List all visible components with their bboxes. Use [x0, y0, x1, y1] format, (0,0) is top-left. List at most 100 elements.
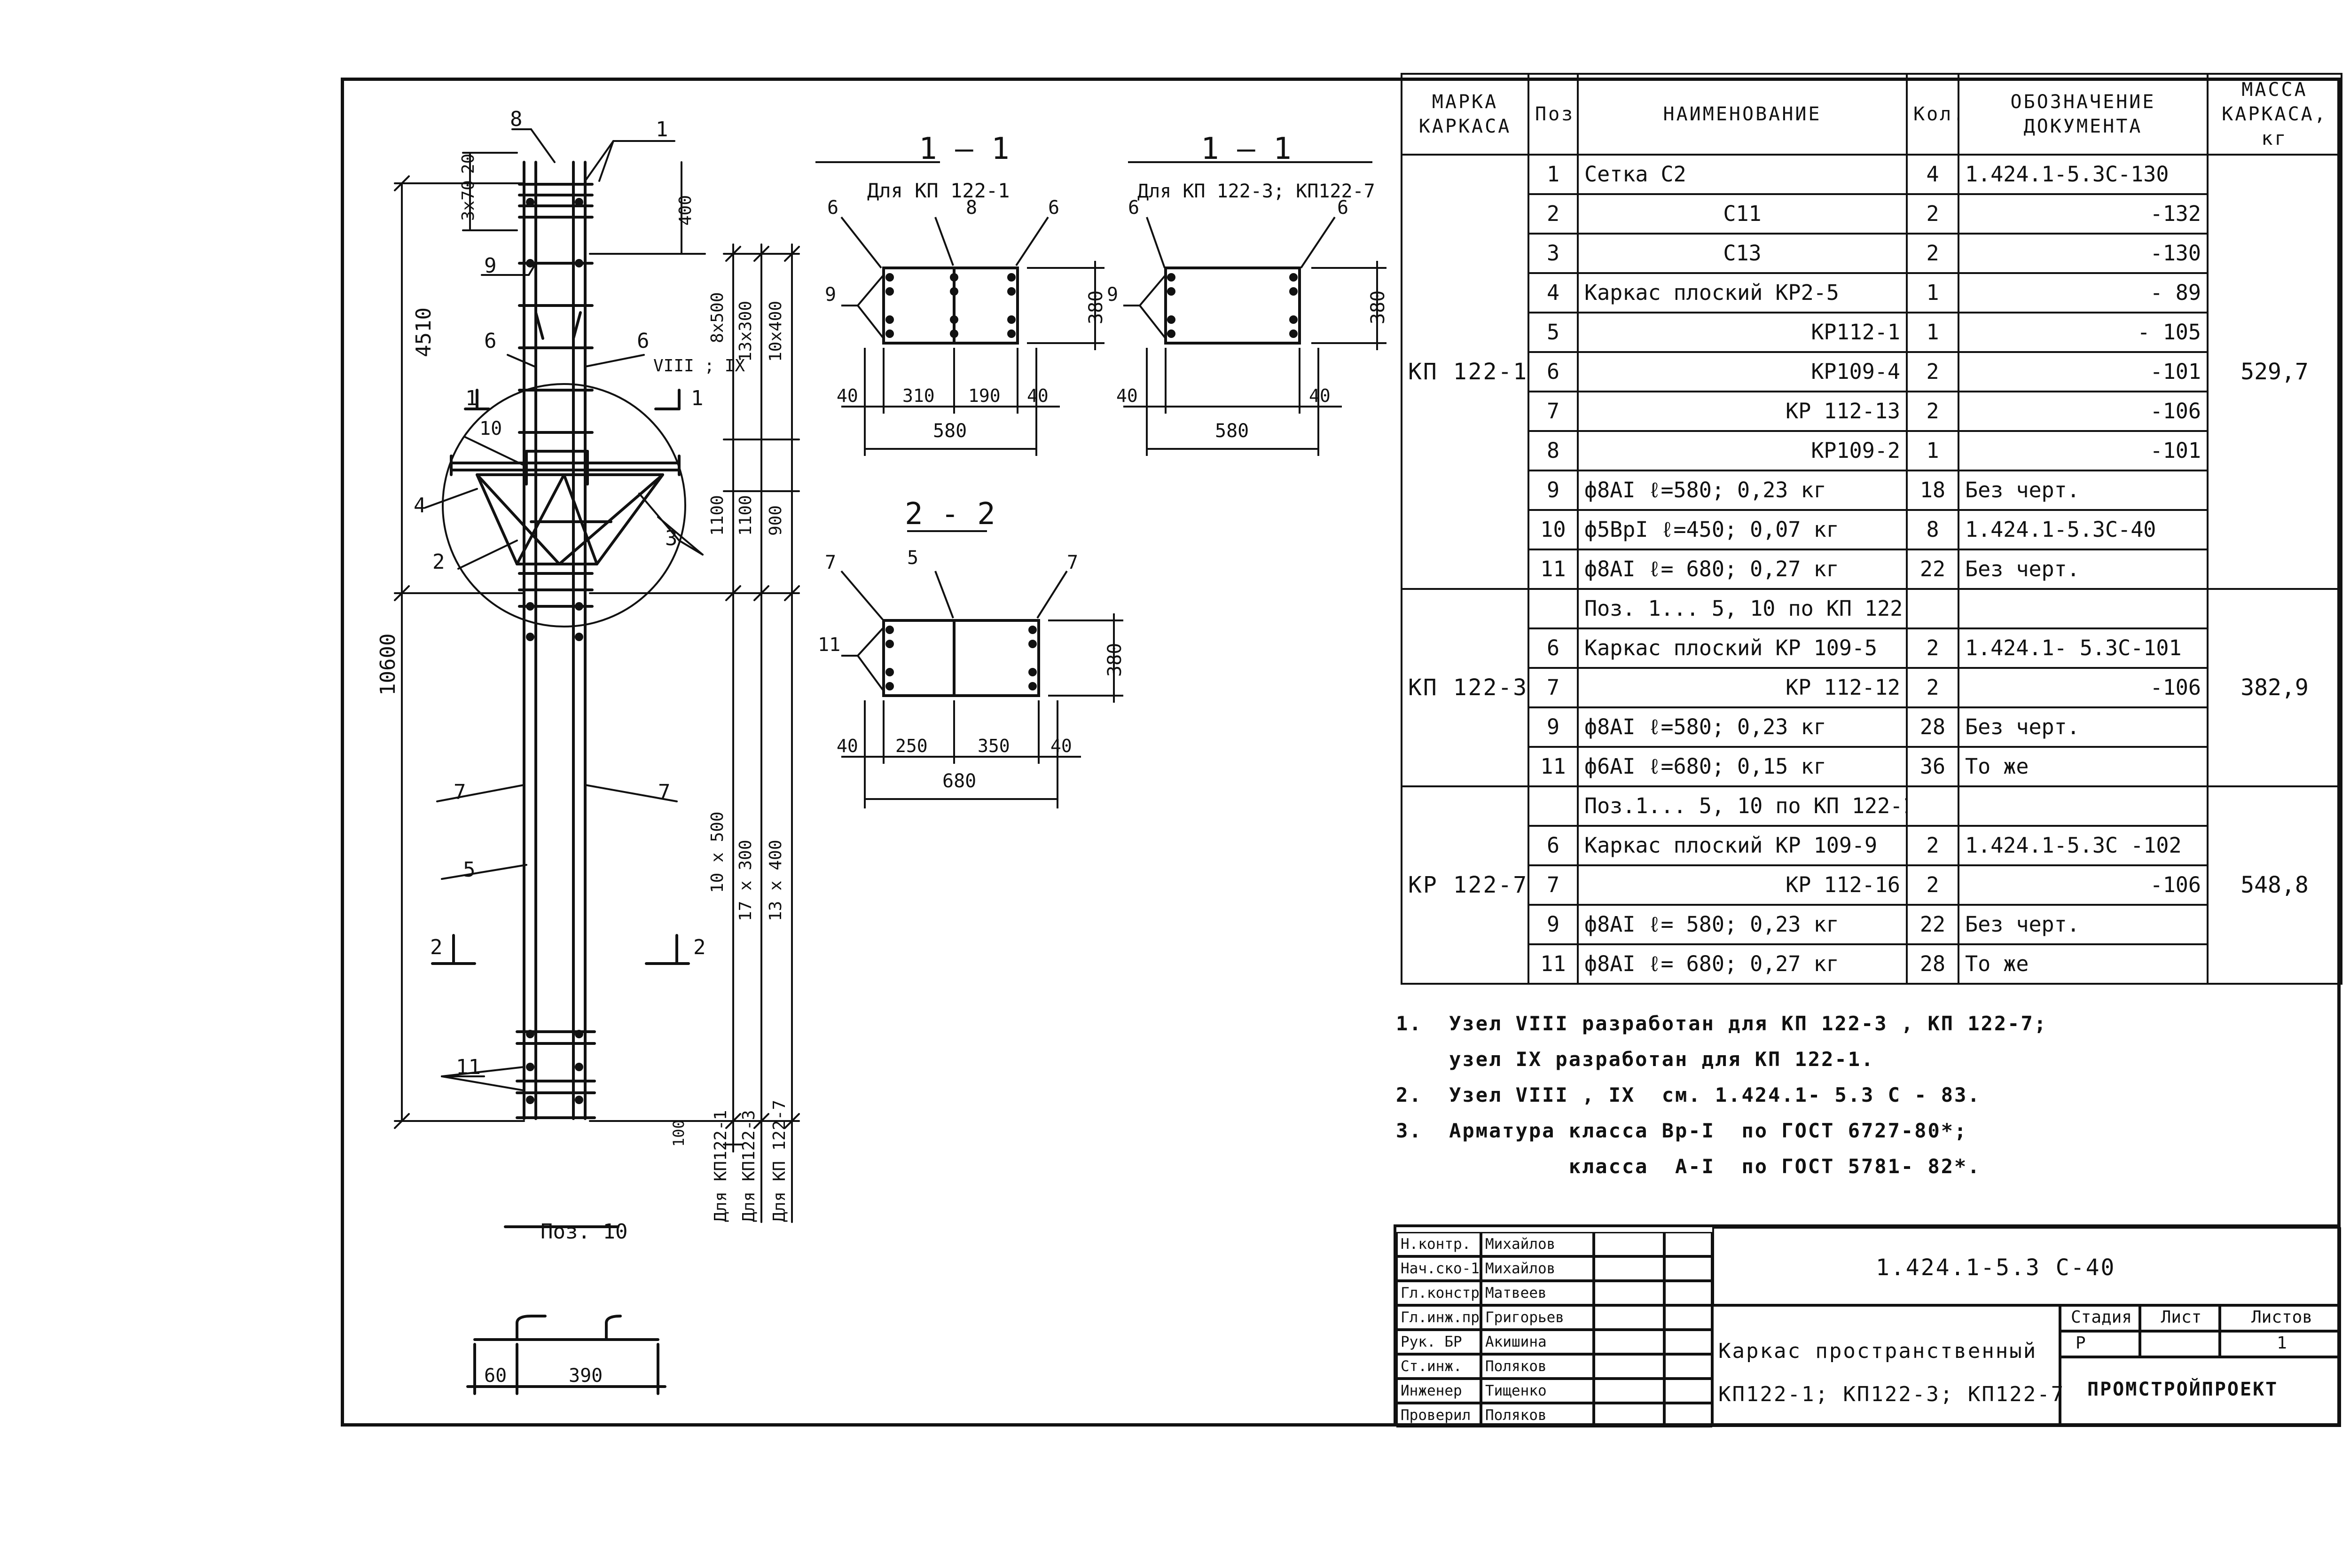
sheet-value	[2140, 1331, 2220, 1357]
cell-name: Сетка С2	[1577, 154, 1908, 195]
section-1b-d40a: 40	[1116, 385, 1138, 406]
signature-field	[1594, 1232, 1664, 1256]
dim-13x400: 13 x 400	[766, 840, 785, 921]
cell-pos: 8	[1528, 430, 1579, 471]
signature-role: Гл.инж.пр	[1396, 1305, 1481, 1330]
section-1b-subtitle: Для КП 122-3; КП122-7	[1137, 180, 1375, 202]
section-2-label-11: 11	[818, 634, 840, 656]
date-field	[1664, 1330, 1712, 1354]
cell-doc: 1.424.1-5.3С -102	[1958, 825, 2209, 866]
cell-pos: 11	[1528, 943, 1579, 985]
cut-1-left: 1	[465, 386, 478, 410]
signature-role: Гл.констр.	[1396, 1281, 1481, 1305]
section-1a-d190: 190	[968, 385, 1001, 406]
cell-qty: 2	[1906, 351, 1959, 392]
cut-2-left: 2	[430, 935, 443, 959]
section-1-1-kp122-3-7	[1123, 161, 1386, 456]
signature-name: Михайлов	[1481, 1232, 1594, 1256]
doc-code: 1.424.1-5.3 С-40	[1876, 1254, 2116, 1281]
cell-doc: - 89	[1958, 272, 2209, 314]
cell-doc: Без черт.	[1958, 470, 2209, 511]
cell-qty: 4	[1906, 154, 1959, 195]
date-field	[1664, 1256, 1712, 1281]
section-1b-h380: 380	[1367, 290, 1389, 324]
signature-name: Поляков	[1481, 1354, 1594, 1379]
signature-name: Поляков	[1481, 1403, 1594, 1427]
label-pos1: 1	[656, 118, 668, 141]
cell-qty: 18	[1906, 470, 1959, 511]
for-kp122-7: Для КП 122-7	[770, 1100, 789, 1222]
cell-pos: 9	[1528, 470, 1579, 511]
section-2-label-7a: 7	[825, 552, 836, 573]
cell-pos: 6	[1528, 351, 1579, 392]
top-meshes	[518, 183, 594, 434]
cell-qty: 1	[1906, 312, 1959, 353]
section-2-label-7b: 7	[1067, 552, 1078, 573]
dim-1100a: 1100	[736, 495, 755, 536]
for-kp122-1: Для КП122-1	[711, 1110, 730, 1222]
dim-10600: 10600	[376, 634, 400, 696]
cell-name: ф8АI ℓ= 680; 0,27 кг	[1577, 549, 1908, 590]
section-1b-label-6b: 6	[1337, 197, 1348, 219]
cell-mass: 382,9	[2207, 588, 2342, 787]
section-1a-label-8: 8	[966, 197, 977, 219]
dim-20: 20	[459, 154, 478, 174]
node-circle	[442, 383, 686, 627]
cell-name: КР112-1	[1577, 312, 1908, 353]
cell-doc: -101	[1958, 430, 2209, 471]
cell-name: С11	[1577, 193, 1908, 235]
cell-name: Поз. 1... 5, 10 по КП 122-1	[1577, 588, 1908, 629]
section-2-d40b: 40	[1050, 736, 1072, 756]
section-1-1-kp122-1	[815, 161, 1104, 456]
cell-qty: 2	[1906, 233, 1959, 274]
cell-name: КР 112-13	[1577, 391, 1908, 432]
note-line: узел IX разработан для КП 122-1.	[1396, 1048, 1875, 1071]
cell-pos: 3	[1528, 233, 1579, 274]
signature-name: Акишина	[1481, 1330, 1594, 1354]
org-cell	[2060, 1357, 2341, 1427]
section-2-d350: 350	[978, 736, 1010, 756]
cell-pos: 7	[1528, 667, 1579, 708]
section-1a-label-6a: 6	[827, 197, 838, 219]
cell-qty: 2	[1906, 193, 1959, 235]
cell-name: Каркас плоский КР2-5	[1577, 272, 1908, 314]
cell-qty: 2	[1906, 391, 1959, 432]
cell-doc: -130	[1958, 233, 2209, 274]
signature-field	[1594, 1354, 1664, 1379]
section-2-d250: 250	[895, 736, 928, 756]
cell-doc: -132	[1958, 193, 2209, 235]
signature-role: Н.контр.	[1396, 1232, 1481, 1256]
cell-doc	[1958, 785, 2209, 827]
dim-60: 60	[484, 1365, 507, 1387]
bottom-meshes	[516, 1030, 596, 1119]
specification-table: МАРКА КАРКАСА Поз. НАИМЕНОВАНИЕ Кол. ОБО…	[1401, 73, 2342, 985]
cell-pos	[1528, 785, 1579, 827]
cell-name: С13	[1577, 233, 1908, 274]
label-pos4: 4	[414, 494, 426, 517]
stage-value: Р	[2060, 1331, 2140, 1357]
dim-17x300: 17 x 300	[736, 840, 755, 921]
signature-field	[1594, 1305, 1664, 1330]
cell-pos: 4	[1528, 272, 1579, 314]
signature-field	[1594, 1281, 1664, 1305]
cell-name: Каркас плоский КР 109-9	[1577, 825, 1908, 866]
cell-name: КР 112-12	[1577, 667, 1908, 708]
section-1a-label-6b: 6	[1048, 197, 1059, 219]
cell-pos: 6	[1528, 825, 1579, 866]
cell-qty: 2	[1906, 864, 1959, 906]
cell-doc: 1.424.1- 5.3С-101	[1958, 627, 2209, 669]
section-2-d40a: 40	[837, 736, 858, 756]
section-1a-label-9: 9	[825, 284, 836, 306]
section-1a-subtitle: Для КП 122-1	[867, 179, 1010, 202]
cell-qty: 36	[1906, 746, 1959, 787]
signature-field	[1594, 1256, 1664, 1281]
section-1b-label-9: 9	[1107, 284, 1118, 306]
section-1b-label-6a: 6	[1128, 197, 1139, 219]
